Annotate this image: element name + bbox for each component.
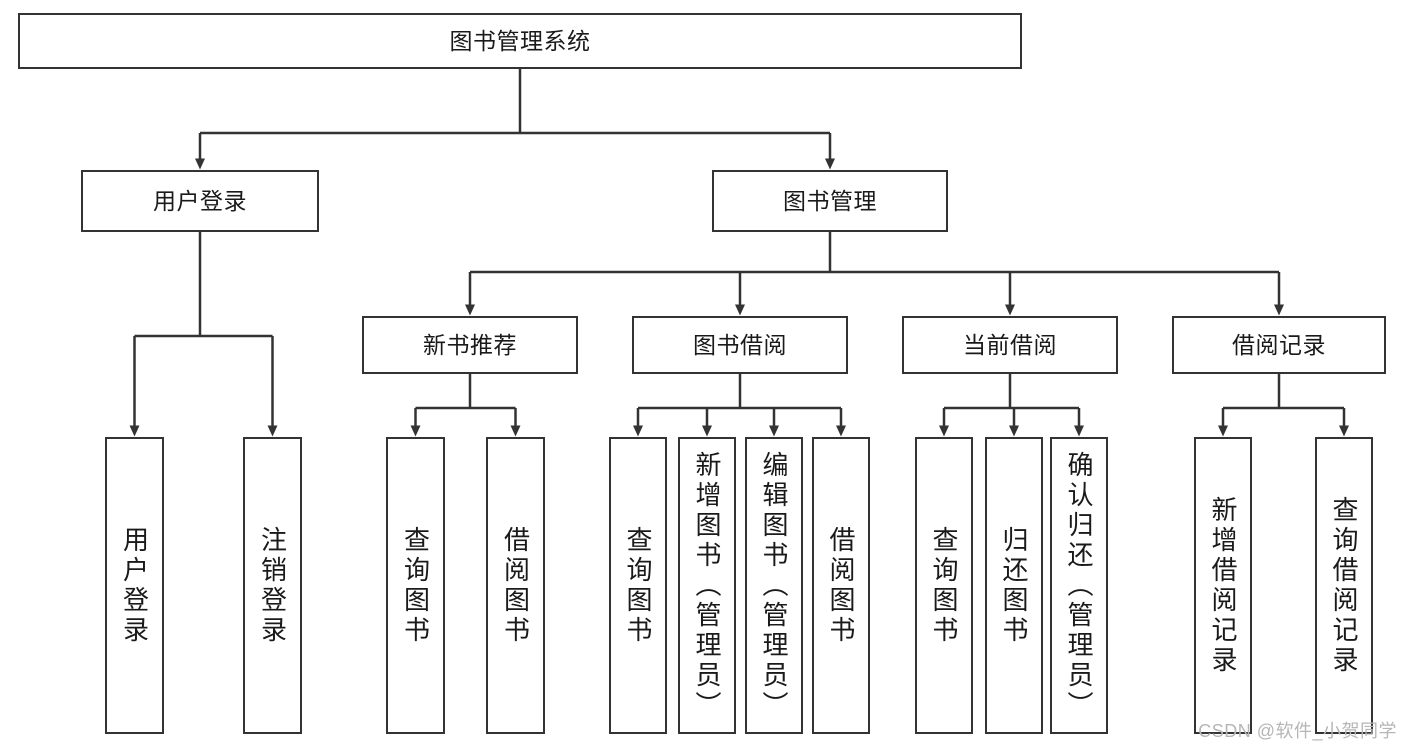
node-label: 编辑图书（管理员） [759,450,789,721]
node-label: 新书推荐 [423,331,517,358]
node-l3-record: 借阅记录 [1172,316,1386,374]
node-label: 查询图书 [929,525,959,646]
node-leaf-rc-add: 新增借阅记录 [1194,437,1252,734]
node-label: 确认归还（管理员） [1064,450,1094,721]
node-label: 图书管理 [783,187,877,214]
node-label: 借阅图书 [500,525,531,646]
node-l2-book: 图书管理 [712,170,948,232]
node-leaf-cb-query: 查询图书 [915,437,973,734]
node-l3-borrow: 图书借阅 [632,316,848,374]
node-label: 借阅记录 [1232,331,1326,358]
node-leaf-rc-query: 查询借阅记录 [1315,437,1373,734]
node-leaf-user-login: 用户登录 [105,437,164,734]
node-label: 新增图书（管理员） [692,450,722,721]
node-label: 图书管理系统 [449,27,591,54]
node-label: 图书借阅 [693,331,787,358]
node-label: 用户登录 [153,187,247,214]
node-leaf-bb-edit: 编辑图书（管理员） [745,437,803,734]
node-label: 查询借阅记录 [1329,495,1359,676]
node-leaf-cb-return: 归还图书 [985,437,1043,734]
node-leaf-bb-borrow: 借阅图书 [812,437,870,734]
node-root: 图书管理系统 [18,13,1022,69]
node-label: 借阅图书 [826,525,856,646]
node-leaf-user-logout: 注销登录 [243,437,302,734]
node-label: 用户登录 [119,525,150,646]
node-leaf-bb-add: 新增图书（管理员） [678,437,736,734]
node-label: 当前借阅 [963,331,1057,358]
node-leaf-cb-confirm: 确认归还（管理员） [1050,437,1108,734]
node-l3-current: 当前借阅 [902,316,1118,374]
node-label: 新增借阅记录 [1208,495,1238,676]
node-leaf-nb-borrow: 借阅图书 [486,437,545,734]
node-label: 查询图书 [623,525,653,646]
node-label: 查询图书 [400,525,431,646]
node-leaf-bb-query: 查询图书 [609,437,667,734]
node-label: 归还图书 [999,525,1029,646]
node-label: 注销登录 [257,525,288,646]
node-leaf-nb-query: 查询图书 [386,437,445,734]
node-l2-user: 用户登录 [81,170,319,232]
connector-group [129,69,1349,437]
node-l3-newbook: 新书推荐 [362,316,578,374]
